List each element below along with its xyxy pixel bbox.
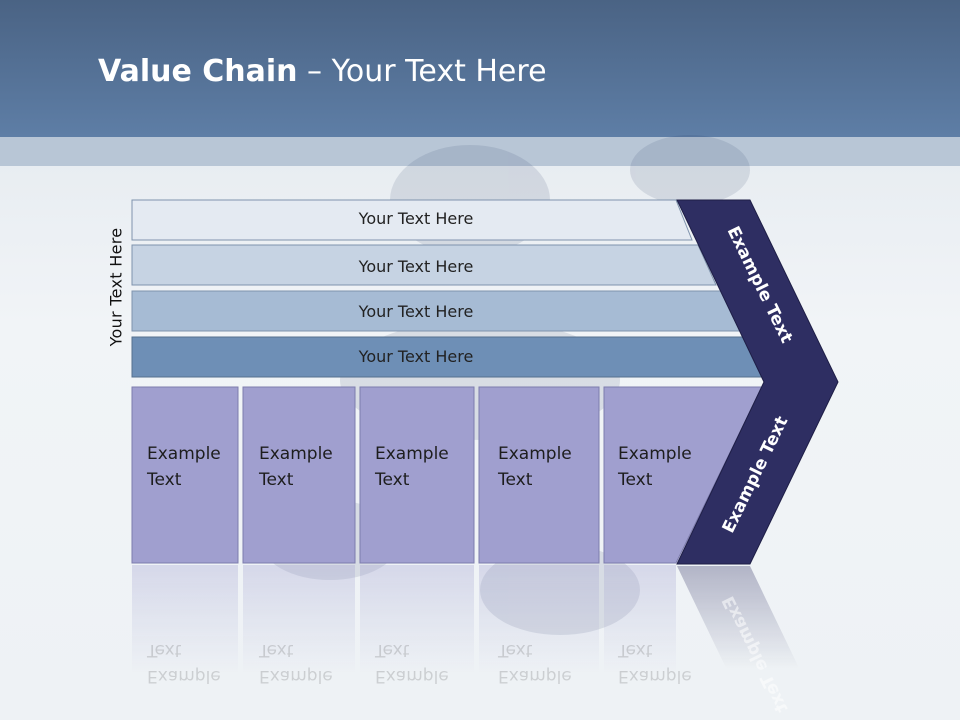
box-2-line1: Example	[259, 444, 333, 464]
box-5	[603, 386, 763, 564]
reflection: Text Example Text Example Text Example T…	[132, 565, 800, 716]
bar-1	[131, 199, 693, 241]
bar-3-label: Your Text Here	[358, 302, 474, 321]
bar-4-label: Your Text Here	[358, 347, 474, 366]
box-1-line1: Example	[147, 444, 221, 464]
box-5-reflection	[604, 565, 676, 675]
box-1	[131, 386, 239, 564]
box-4-reflection-line1: Example	[498, 666, 572, 686]
header-band	[0, 0, 960, 137]
box-5-reflection-line2: Text	[617, 640, 653, 660]
example-boxes: Example Text Example Text Example Text E…	[131, 386, 763, 564]
title-rest: – Your Text Here	[297, 54, 547, 89]
box-5-reflection-line1: Example	[618, 666, 692, 686]
bar-1-label: Your Text Here	[358, 209, 474, 228]
box-5-line1: Example	[618, 444, 692, 464]
bar-2	[131, 244, 717, 286]
bar-stack: Your Text Here Your Text Here Your Text …	[131, 199, 765, 378]
box-4-reflection	[479, 565, 599, 675]
header-strip	[0, 137, 960, 166]
bar-2-label: Your Text Here	[358, 257, 474, 276]
box-5-line2: Text	[617, 470, 653, 490]
box-1-line2: Text	[146, 470, 182, 490]
box-2-reflection-line1: Example	[259, 666, 333, 686]
box-3-reflection-line1: Example	[375, 666, 449, 686]
box-4-line1: Example	[498, 444, 572, 464]
box-3-reflection-line2: Text	[374, 640, 410, 660]
box-1-reflection-line1: Example	[147, 666, 221, 686]
chevron-shape	[676, 199, 839, 565]
box-4	[478, 386, 600, 564]
slide-title: Value Chain – Your Text Here	[98, 52, 547, 92]
box-1-reflection	[132, 565, 238, 675]
chevron-reflection	[677, 566, 800, 670]
box-3-line2: Text	[374, 470, 410, 490]
box-3-reflection	[360, 565, 474, 675]
box-2	[242, 386, 356, 564]
box-2-reflection	[243, 565, 355, 675]
box-4-line2: Text	[497, 470, 533, 490]
box-2-reflection-line2: Text	[258, 640, 294, 660]
box-2-line2: Text	[258, 470, 294, 490]
box-3-line1: Example	[375, 444, 449, 464]
box-4-reflection-line2: Text	[497, 640, 533, 660]
box-3	[359, 386, 475, 564]
box-1-reflection-line2: Text	[146, 640, 182, 660]
title-bold: Value Chain	[98, 54, 298, 89]
